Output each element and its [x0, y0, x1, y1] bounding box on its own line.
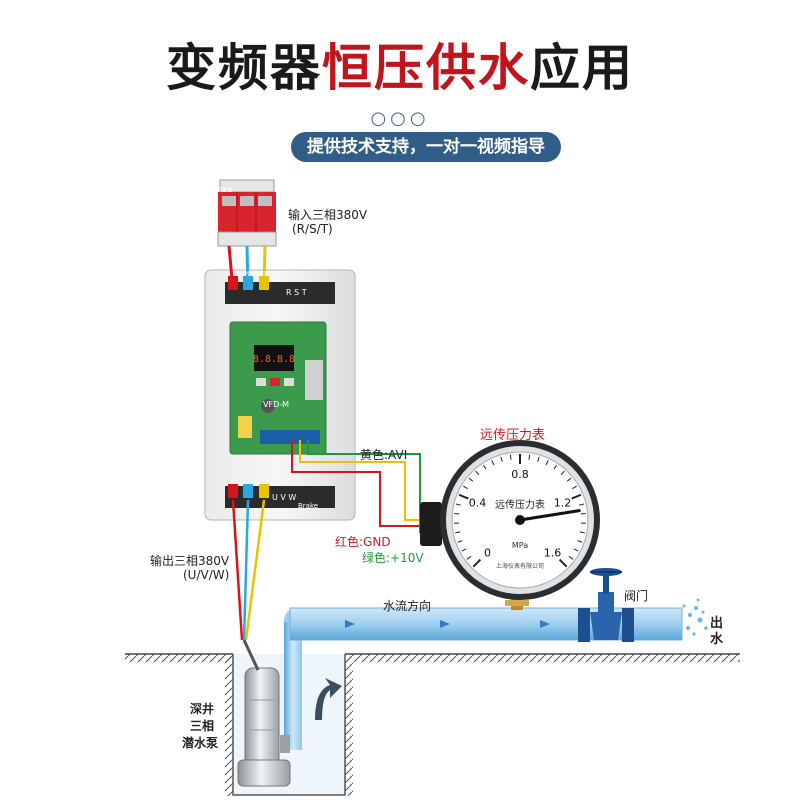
gauge-tick-mark [458, 493, 469, 500]
top-terminal-text: R S T [286, 288, 307, 297]
gauge-needle [518, 509, 581, 522]
outlet-label-line2: 水 [710, 632, 724, 647]
gauge-tick-mark [579, 531, 585, 534]
gauge-tick-mark [572, 485, 577, 490]
bottom-terminal-connectors [228, 484, 269, 498]
gauge-tick-mark [566, 477, 572, 482]
submersible-pump [237, 667, 291, 787]
gauge-tick-mark [455, 531, 461, 534]
gauge-tick-mark [475, 470, 480, 476]
gauge-tick-mark [466, 555, 472, 560]
well-label-line2: 三相 [190, 719, 215, 733]
valve [578, 568, 634, 642]
output-label-line1: 输出三相380V [150, 554, 230, 568]
gauge-tick-mark [579, 503, 585, 506]
title-part1: 变频器 [166, 39, 322, 97]
page-title: 变频器恒压供水应用 [0, 28, 800, 100]
flow-label: 水流方向 [383, 599, 432, 613]
subtitle-pill: 提供技术支持，一对一视频指导 [291, 132, 561, 162]
gauge-maker: 上海仪表有限公司 [496, 562, 544, 570]
title-dots: ○○○ [370, 108, 430, 129]
gauge-tick-mark [461, 548, 467, 552]
input-label-line1: 输入三相380V [288, 208, 368, 222]
well-label-line1: 深井 [190, 702, 215, 716]
gauge-tick-mark [573, 548, 579, 552]
pressure-gauge: 0 0.4 0.8 1.2 1.6 远传压力表 MPa 上海仪表有限公司 [420, 440, 600, 600]
wire-red-label: 红色:GND [335, 535, 391, 549]
title-part3: 应用 [530, 39, 634, 97]
gauge-tick-mark [455, 503, 461, 506]
circuit-breaker [217, 179, 277, 247]
gauge-tick-mark [509, 454, 512, 460]
gauge-tick-mark [500, 456, 503, 462]
gauge-tick-label: 0 [484, 547, 491, 560]
well-label-line3: 潜水泵 [182, 736, 219, 750]
gauge-tick-mark [491, 460, 495, 466]
gauge-tick-mark [528, 454, 531, 460]
gauge-tick-mark [560, 470, 565, 476]
top-terminal-badge: POWER [243, 270, 269, 278]
board-model: VFD-M [263, 400, 290, 409]
gauge-tick-mark [472, 558, 482, 568]
bottom-terminal-badge: Brake [298, 502, 319, 510]
gauge-tick-mark [571, 493, 582, 500]
gauge-tick-mark [457, 540, 463, 543]
svg-text:8.8.8.8: 8.8.8.8 [253, 354, 295, 365]
gauge-tick-mark [553, 464, 558, 470]
outlet-label-line1: 出 [710, 616, 724, 631]
water-splash [682, 598, 708, 636]
wire-yellow-label: 黄色:AVI [360, 448, 408, 462]
gauge-tick-label: 0.8 [511, 468, 529, 481]
gauge-tick-mark [463, 485, 468, 490]
input-label-line2: (R/S/T) [292, 222, 333, 236]
gauge-tick-mark [577, 540, 583, 543]
gauge-tick-mark [545, 460, 549, 466]
breaker-brand: ABB [218, 186, 233, 194]
wire-green-label: 绿色:+10V [362, 551, 424, 565]
title-part2: 恒压供水 [322, 39, 530, 97]
gauge-tick-mark [537, 456, 540, 462]
gauge-tick-mark [568, 555, 574, 560]
output-label-line2: (U/V/W) [183, 568, 230, 582]
output-wires [231, 499, 266, 671]
gauge-tick-mark [468, 477, 474, 482]
gauge-face-text: 远传压力表 [495, 498, 545, 511]
gauge-title: 远传压力表 [480, 428, 546, 443]
valve-label: 阀门 [624, 589, 649, 603]
bottom-terminal-text: U V W [272, 493, 297, 502]
gauge-tick-label: 1.6 [544, 547, 562, 560]
vfd-body: 8.8.8.8 [204, 269, 356, 521]
gauge-tick-mark [558, 558, 568, 568]
gauge-tick-label: 0.4 [469, 496, 487, 509]
gauge-ticks: 0 0.4 0.8 1.2 1.6 [454, 454, 586, 568]
gauge-tick-mark [482, 464, 487, 470]
gauge-tick-label: 1.2 [554, 496, 572, 509]
ground [125, 653, 740, 662]
gauge-unit: MPa [512, 541, 528, 550]
top-terminal-connectors [228, 276, 269, 290]
